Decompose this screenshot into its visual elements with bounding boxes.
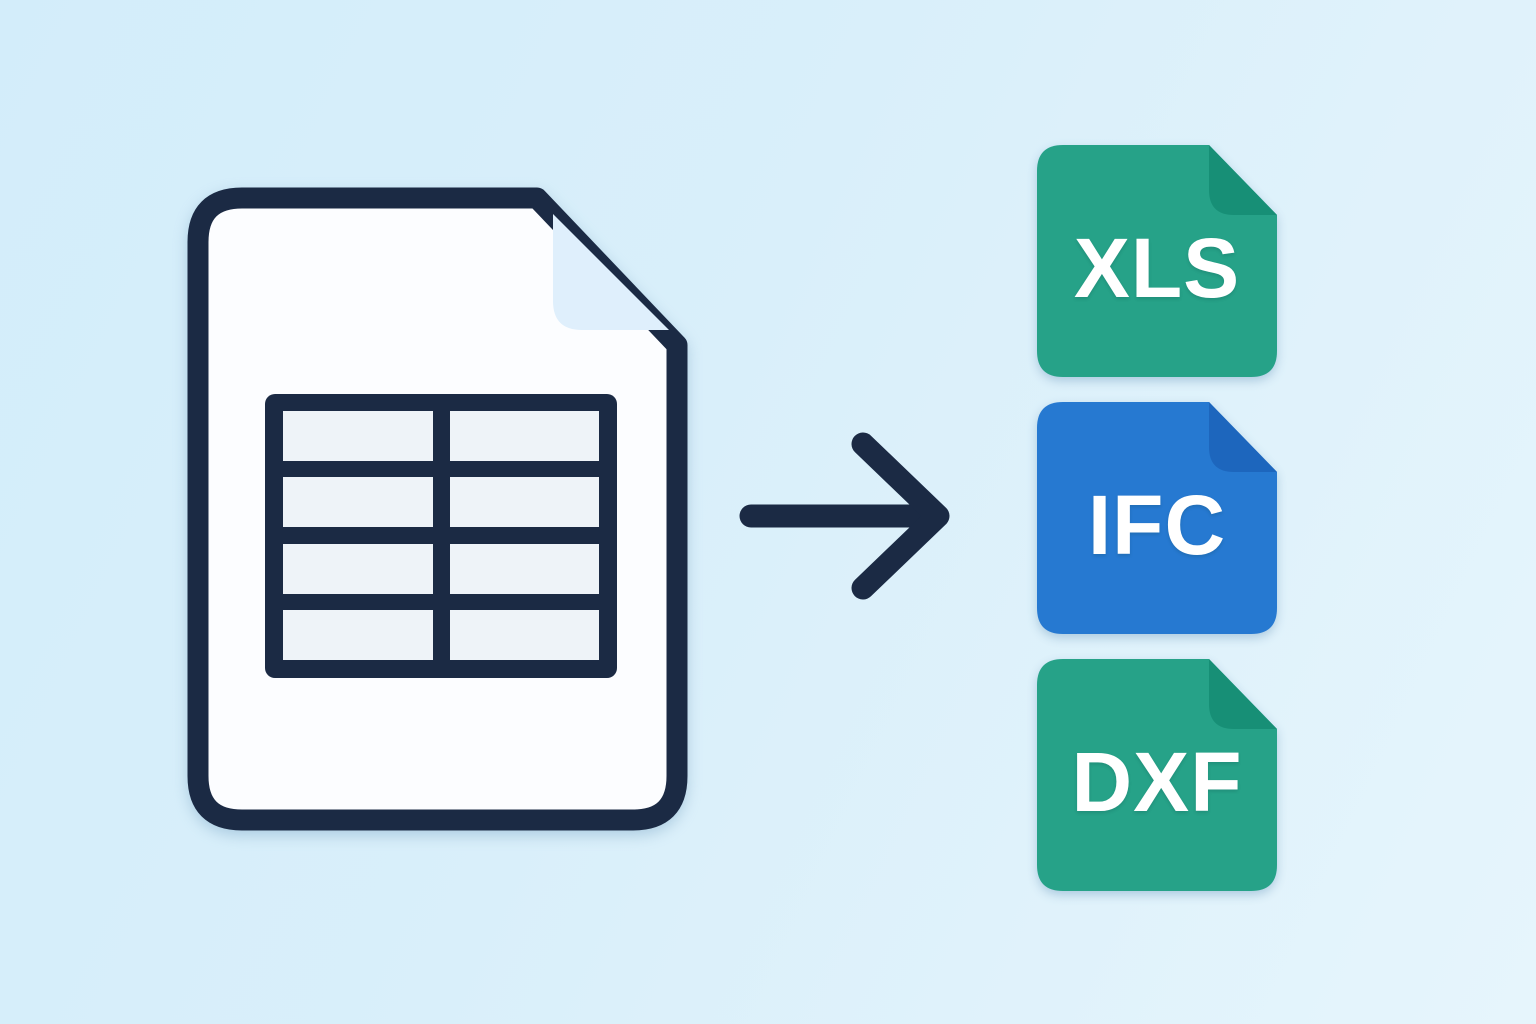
table-cell	[450, 610, 599, 660]
spreadsheet-document-icon	[187, 187, 688, 831]
file-page-icon	[1037, 145, 1277, 377]
badge-label: IFC	[1087, 477, 1227, 572]
table-cell	[283, 544, 433, 594]
table-icon	[265, 394, 617, 678]
document-folded-corner	[553, 214, 669, 330]
badge-fold-corner-icon	[1209, 402, 1277, 472]
table-cell	[450, 477, 599, 527]
table-cell	[283, 610, 433, 660]
file-page-icon	[1037, 659, 1277, 891]
badge-fold-corner-icon	[1209, 145, 1277, 215]
table-cell	[450, 411, 599, 461]
badge-fold-corner-icon	[1209, 659, 1277, 729]
table-cell	[283, 411, 433, 461]
file-badge-ifc: IFC	[1037, 402, 1277, 634]
table-grid-frame	[265, 394, 617, 678]
badge-label: DXF	[1071, 734, 1243, 829]
format-badges-list: XLS IFC DXF	[1037, 145, 1277, 891]
file-page-icon	[1037, 402, 1277, 634]
arrow-head	[851, 432, 950, 600]
file-badge-dxf: DXF	[1037, 659, 1277, 891]
table-cell	[450, 544, 599, 594]
file-badge-xls: XLS	[1037, 145, 1277, 377]
badge-label: XLS	[1073, 220, 1241, 315]
right-arrow-icon	[739, 432, 950, 600]
table-cell	[283, 477, 433, 527]
